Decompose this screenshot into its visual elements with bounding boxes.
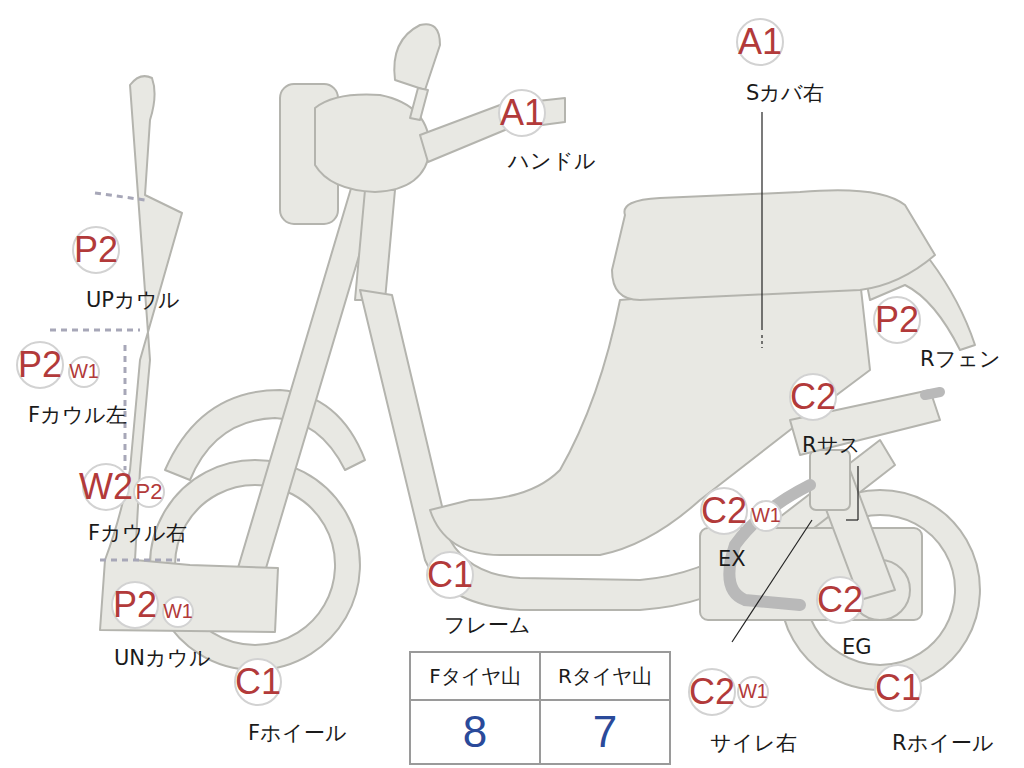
damage-code-circle: P2Rフェン [873, 296, 921, 344]
damage-code-circle: C2EG [816, 576, 864, 624]
damage-code: C1 [235, 664, 281, 700]
damage-code: C2 [817, 582, 863, 618]
damage-code: C2 [701, 493, 747, 529]
damage-code-circle: C2Rサス [789, 373, 837, 421]
damage-code: C1 [427, 557, 473, 593]
sub-code-circle: W1 [68, 356, 100, 388]
part-name: EX [718, 548, 746, 571]
damage-code: W1 [163, 602, 193, 622]
damage-code-circle: A1Sカバ右 [736, 18, 784, 66]
damage-code-circle: C1Fホイール [234, 658, 282, 706]
damage-code-circle: C2サイレ右 [688, 668, 736, 716]
damage-code-circle: W2Fカウル右 [82, 463, 130, 511]
part-name: ハンドル [508, 150, 596, 173]
sub-code-circle: W1 [162, 596, 194, 628]
part-name: Fカウル左 [28, 404, 127, 427]
damage-code: A1 [500, 95, 544, 131]
part-name: Fホイール [248, 722, 347, 745]
damage-code: C2 [689, 674, 735, 710]
damage-code: W2 [79, 469, 133, 505]
damage-code: P2 [18, 347, 62, 383]
damage-code: P2 [136, 481, 163, 503]
part-name: Rホイール [892, 732, 994, 755]
part-name: UPカウル [86, 289, 180, 312]
part-name: Rサス [802, 434, 861, 457]
part-name: Rフェン [920, 348, 1001, 371]
table-value: 8 [410, 700, 540, 764]
damage-code-circle: P2UPカウル [72, 226, 120, 274]
part-name: UNカウル [114, 647, 211, 670]
part-name: サイレ右 [710, 732, 797, 755]
part-name: Fカウル右 [88, 522, 187, 545]
table-value: 7 [540, 700, 670, 764]
damage-code: W1 [738, 682, 768, 702]
damage-code: P2 [113, 587, 157, 623]
part-name: フレーム [444, 614, 531, 637]
part-name: EG [842, 636, 872, 659]
damage-code-circle: C1フレーム [426, 551, 474, 599]
damage-code: C2 [790, 379, 836, 415]
damage-code: W1 [69, 362, 99, 382]
part-name: Sカバ右 [746, 82, 824, 105]
damage-code-circle: P2UNカウル [111, 581, 159, 629]
table-header: Rタイヤ山 [540, 652, 670, 700]
damage-code-circle: P2Fカウル左 [16, 341, 64, 389]
sub-code-circle: W1 [750, 500, 782, 532]
damage-code: P2 [875, 302, 919, 338]
damage-code: W1 [751, 506, 781, 526]
damage-code-circle: C1Rホイール [874, 664, 922, 712]
damage-code: A1 [738, 24, 782, 60]
damage-code-circle: C2EX [700, 487, 748, 535]
damage-code-circle: A1ハンドル [498, 89, 546, 137]
damage-code: P2 [74, 232, 118, 268]
sub-code-circle: P2 [133, 476, 165, 508]
table-header: Fタイヤ山 [410, 652, 540, 700]
sub-code-circle: W1 [737, 676, 769, 708]
damage-code: C1 [875, 670, 921, 706]
